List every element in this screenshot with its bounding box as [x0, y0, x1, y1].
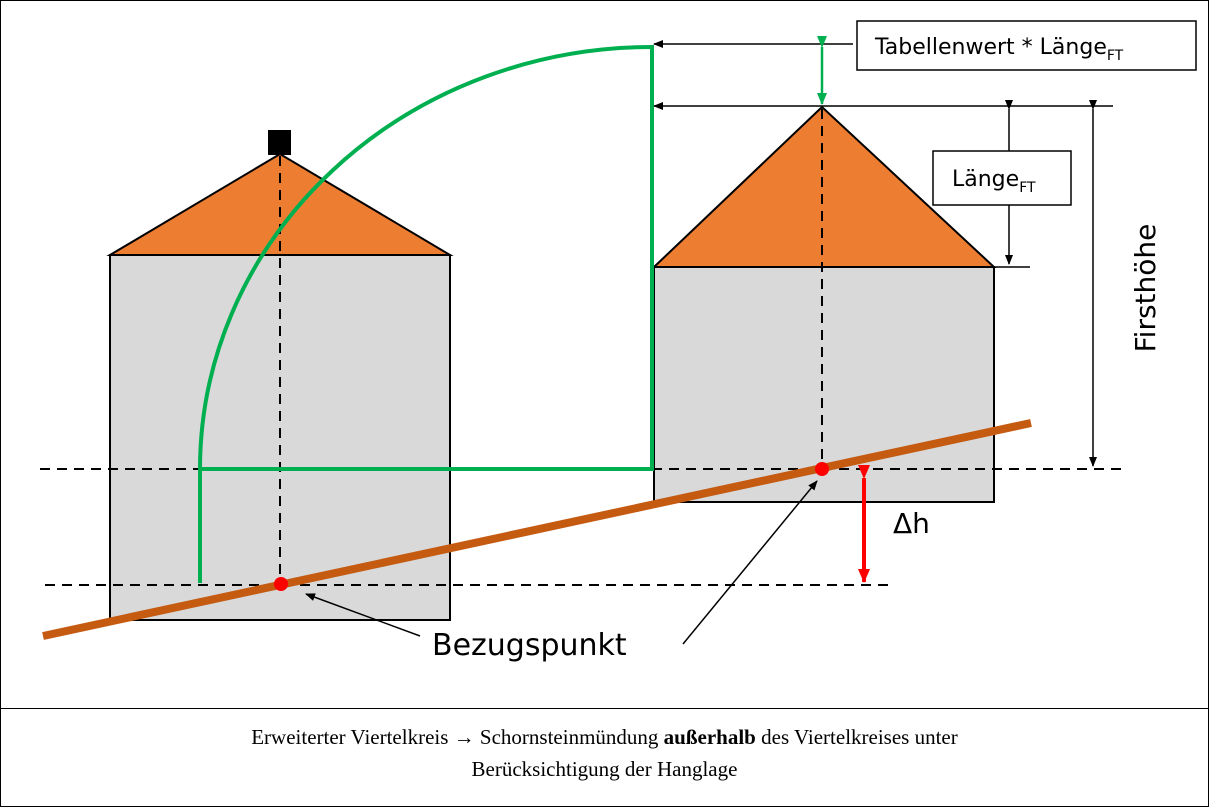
caption-part3: des Viertelkreises unter: [761, 725, 958, 749]
reference-point-left: [274, 577, 288, 591]
bezugspunkt-pointer-left: [305, 593, 421, 637]
caption-bold: außerhalb: [663, 725, 756, 749]
diagram-canvas: Δh Tabellenwert * LängeFT LängeFT Firsth…: [40, 20, 1197, 663]
right-building-roof: [651, 105, 997, 268]
tabellenwert-label: Tabellenwert * LängeFT: [874, 35, 1124, 64]
quarter-circle: [198, 45, 653, 583]
laenge-label-box: [932, 150, 1072, 206]
caption-line-2: Berücksichtigung der Hanglage: [471, 757, 738, 781]
chimney: [268, 130, 291, 155]
laenge-label: LängeFT: [952, 167, 1036, 196]
reference-point-right: [815, 462, 829, 476]
caption-part2: Schornsteinmündung: [479, 725, 659, 749]
caption-part1: Erweiterter Viertelkreis: [251, 725, 449, 749]
figure-caption: Erweiterter Viertelkreis → Schornsteinmü…: [0, 708, 1209, 807]
firsthoehe-label: Firsthöhe: [1129, 224, 1162, 353]
caption-arrow: →: [453, 725, 475, 749]
tabellenwert-label-box: [856, 20, 1197, 71]
hillside-slope: [42, 419, 1032, 640]
delta-h-label: Δh: [893, 507, 930, 540]
left-building-roof: [106, 152, 454, 256]
bezugspunkt-pointer-right: [682, 480, 818, 645]
bezugspunkt-label: Bezugspunkt: [432, 628, 627, 663]
caption-line-1: Erweiterter Viertelkreis → Schornsteinmü…: [0, 721, 1209, 753]
